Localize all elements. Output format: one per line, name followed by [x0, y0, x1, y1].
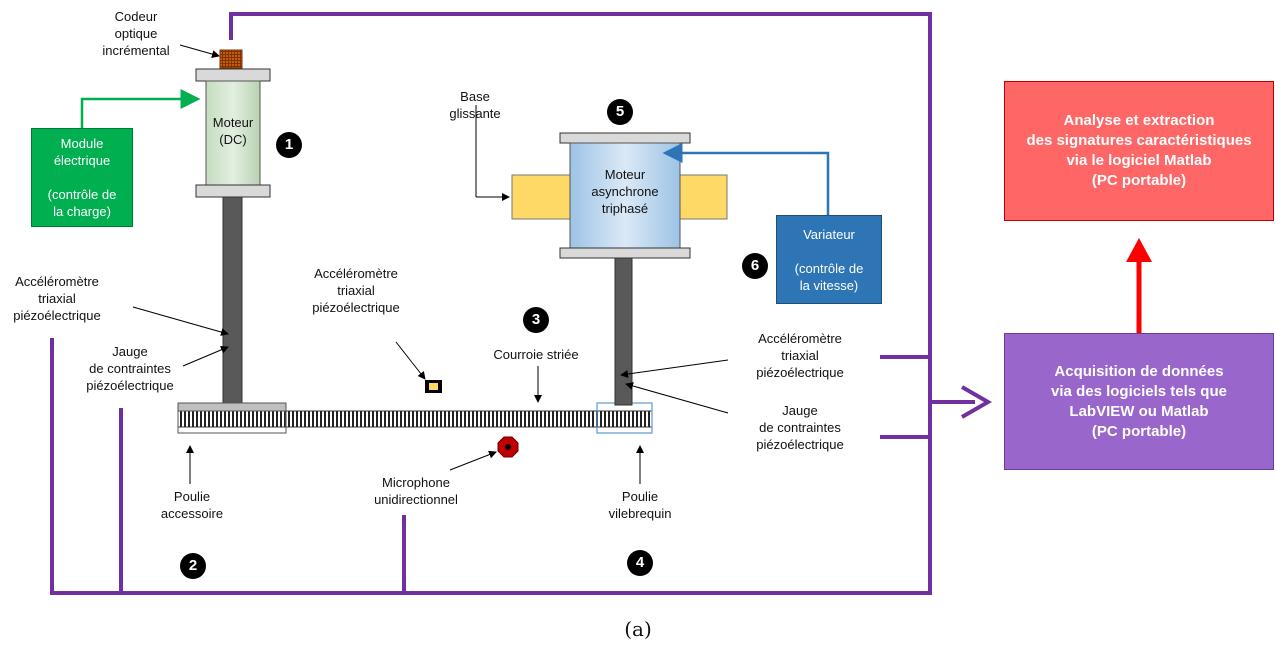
accelerometer-sensor-middle — [425, 380, 442, 393]
acquisition-box: Acquisition de données via des logiciels… — [1004, 333, 1274, 470]
poulie-accessoire-label: Poulie accessoire — [160, 489, 224, 521]
shaft-right — [614, 257, 633, 406]
figure-caption: (a) — [624, 617, 652, 641]
accelerometre-right-label: Accéléromètre triaxial piézoélectrique — [756, 331, 844, 380]
jauge-left-label: Jauge de contraintes piézoélectrique — [86, 344, 174, 393]
jauge-right-label: Jauge de contraintes piézoélectrique — [756, 403, 844, 452]
courroie-label: Courroie striée — [493, 347, 579, 362]
accelerometre-middle-label: Accéléromètre triaxial piézoélectrique — [312, 266, 400, 315]
analyse-box: Analyse et extraction des signatures car… — [1004, 81, 1274, 221]
moteur-async-label: Moteur asynchrone triphasé — [591, 167, 659, 216]
async-motor — [559, 132, 691, 259]
microphone-label: Microphone unidirectionnel — [374, 475, 458, 507]
base-glissante-label: Base glissante — [449, 89, 501, 121]
marker-2: 2 — [180, 553, 206, 579]
moteur-dc-label: Moteur (DC) — [212, 115, 254, 147]
ribbed-belt — [177, 410, 653, 428]
optical-encoder — [219, 49, 243, 69]
marker-6: 6 — [742, 253, 768, 279]
dc-motor — [195, 68, 271, 198]
marker-4: 4 — [627, 550, 653, 576]
microphone-center — [505, 444, 511, 450]
data-flow-arrow — [1126, 238, 1152, 333]
accelerometre-left-label: Accéléromètre triaxial piézoélectrique — [13, 274, 101, 323]
power-wire — [80, 89, 201, 128]
pulley-accessory-top — [177, 402, 287, 412]
variateur-box: Variateur (contrôle de la vitesse) — [776, 215, 882, 304]
speed-control-wire — [662, 143, 830, 215]
marker-5: 5 — [607, 99, 633, 125]
marker-3: 3 — [523, 307, 549, 333]
annotation-arrows — [132, 44, 729, 484]
module-electrique-box: Module électrique (contrôle de la charge… — [31, 128, 133, 227]
pulley-accessory — [177, 410, 287, 434]
signal-cables — [50, 12, 993, 595]
codeur-label: Codeur optique incrémental — [102, 9, 170, 58]
marker-1: 1 — [276, 132, 302, 158]
shaft-left — [222, 196, 243, 405]
poulie-vilebrequin-label: Poulie vilebrequin — [608, 489, 672, 521]
cable-loop — [50, 12, 932, 595]
cable-arrowhead — [961, 385, 993, 419]
